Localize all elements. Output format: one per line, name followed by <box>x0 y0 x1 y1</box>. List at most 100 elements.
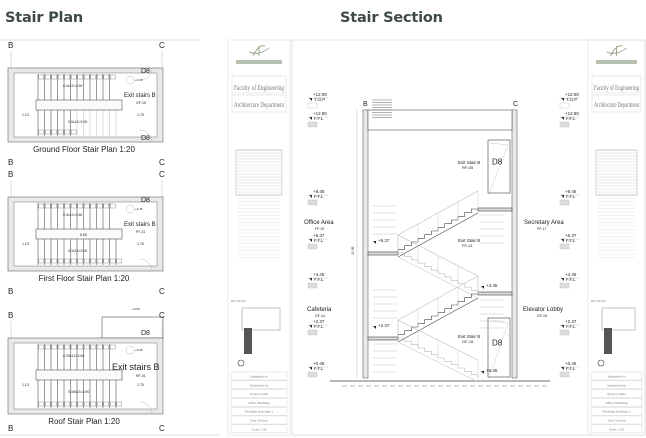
title-row <box>590 371 643 381</box>
title-row <box>230 389 288 398</box>
stair-plan-heading: Stair Plan <box>5 10 84 26</box>
title-row <box>590 424 643 433</box>
level-marker-icon <box>561 98 564 101</box>
level-marker <box>125 204 135 214</box>
step-number-box <box>109 401 116 407</box>
step-number-box <box>109 74 116 80</box>
level-tag: T.O.P <box>314 97 325 102</box>
level-marker-icon <box>561 117 564 120</box>
title-row-text: Working drawings 2 <box>602 410 631 414</box>
step-number-box <box>51 203 57 209</box>
university-logo <box>248 45 270 57</box>
landing-dimension: 6.55 <box>80 233 87 237</box>
level-value: +2.37 <box>565 319 577 324</box>
step-number-box <box>38 401 44 407</box>
door-swing <box>139 258 153 272</box>
step-number-box <box>96 344 103 350</box>
level-tag: +6.37 <box>378 238 390 243</box>
level-tag: F.F.L <box>566 366 576 371</box>
level-tag: F.F.L <box>566 194 576 199</box>
step-number-box <box>70 401 77 407</box>
step-number-box <box>51 74 57 80</box>
level-symbol <box>559 102 570 109</box>
step-number-box <box>58 258 64 264</box>
level-value: +4.45 <box>313 272 325 277</box>
stair-flight <box>397 319 479 383</box>
width-dimension: 1.75 <box>137 113 144 117</box>
title-row <box>590 407 643 416</box>
title-row-text: Working drawings 2 <box>245 410 274 414</box>
level-value: +0.45 <box>565 361 577 366</box>
door-label: D8 <box>492 158 503 167</box>
room-code: RF-01 <box>136 374 146 378</box>
step-number-box <box>58 129 64 135</box>
level-tag: F.F.L <box>314 238 324 243</box>
width-dimension: 1.13 <box>22 113 29 117</box>
height-dimension: 11.95 <box>351 246 355 255</box>
department-label: Architecture Department <box>594 101 639 109</box>
title-row-text: Office Building <box>605 401 627 405</box>
level-tag: F.F.L <box>314 194 324 199</box>
step-number-box <box>109 344 116 350</box>
level-marker-icon <box>561 325 564 328</box>
level-value: +8.45 <box>313 189 325 194</box>
title-row <box>590 415 643 425</box>
step-number-box <box>77 74 83 80</box>
title-row-text: Stair Section <box>608 419 626 423</box>
title-row-text: Submitted to <box>608 375 626 379</box>
grid-label-c: C <box>159 287 165 296</box>
level-marker: +6.37F.F.L <box>307 233 328 250</box>
step-number-box <box>70 258 77 264</box>
level-marker: +4.45F.F.L <box>559 272 580 289</box>
faculty-box <box>231 75 287 94</box>
schedule-table <box>595 149 638 196</box>
level-tag: F.F.L <box>314 366 324 371</box>
level-marker-icon <box>309 325 312 328</box>
stair-code: RF-05 <box>462 165 474 170</box>
level-tag: +4.45 <box>135 207 143 211</box>
level-marker: +0.45F.F.L <box>559 361 580 378</box>
step-number-box <box>38 344 44 350</box>
level-symbol <box>307 243 318 250</box>
floor-slab <box>477 291 513 296</box>
stair-soffit <box>397 341 479 383</box>
faculty-label: Faculty of Engineering <box>594 84 639 92</box>
faculty-box <box>591 75 642 94</box>
step-number-box <box>70 129 77 135</box>
level-symbol <box>559 121 570 128</box>
door-label: D8 <box>141 68 150 75</box>
grid-label-b: B <box>8 170 13 179</box>
step-number-box <box>45 203 51 209</box>
level-tag: +8.60 <box>132 307 140 311</box>
level-marker: +0.45F.F.L <box>307 361 328 378</box>
title-row-text: Stair Section <box>250 419 268 423</box>
level-tag: F.F.L <box>566 238 576 243</box>
step-number-box <box>45 258 51 264</box>
tread-dimension: 0.3x12=3.60 <box>63 84 82 88</box>
level-tag: +4.45 <box>486 283 498 288</box>
title-row <box>230 415 288 425</box>
level-value: +12.80 <box>565 111 579 116</box>
level-tag: F.F.L <box>566 116 576 121</box>
level-marker: +4.45F.F.L <box>307 272 328 289</box>
grid-label-c: C <box>159 170 165 179</box>
door-label: D8 <box>141 330 150 337</box>
level-value: +6.37 <box>565 233 577 238</box>
step-number-box <box>51 129 57 135</box>
level-marker-icon <box>309 239 312 242</box>
step-number-box <box>83 258 90 264</box>
room-label: Exit stairs B <box>124 222 156 228</box>
title-row-text: Submitted to <box>250 375 268 379</box>
room-label: Exit stairs B <box>112 362 160 372</box>
step-number-box <box>96 74 103 80</box>
schedule-table <box>235 149 283 196</box>
step-number-box <box>45 74 51 80</box>
plan-caption: Ground Floor Stair Plan 1:20 <box>33 145 135 154</box>
step-number-box <box>77 344 83 350</box>
grid-label-c: C <box>159 41 165 50</box>
level-symbol <box>559 243 570 250</box>
